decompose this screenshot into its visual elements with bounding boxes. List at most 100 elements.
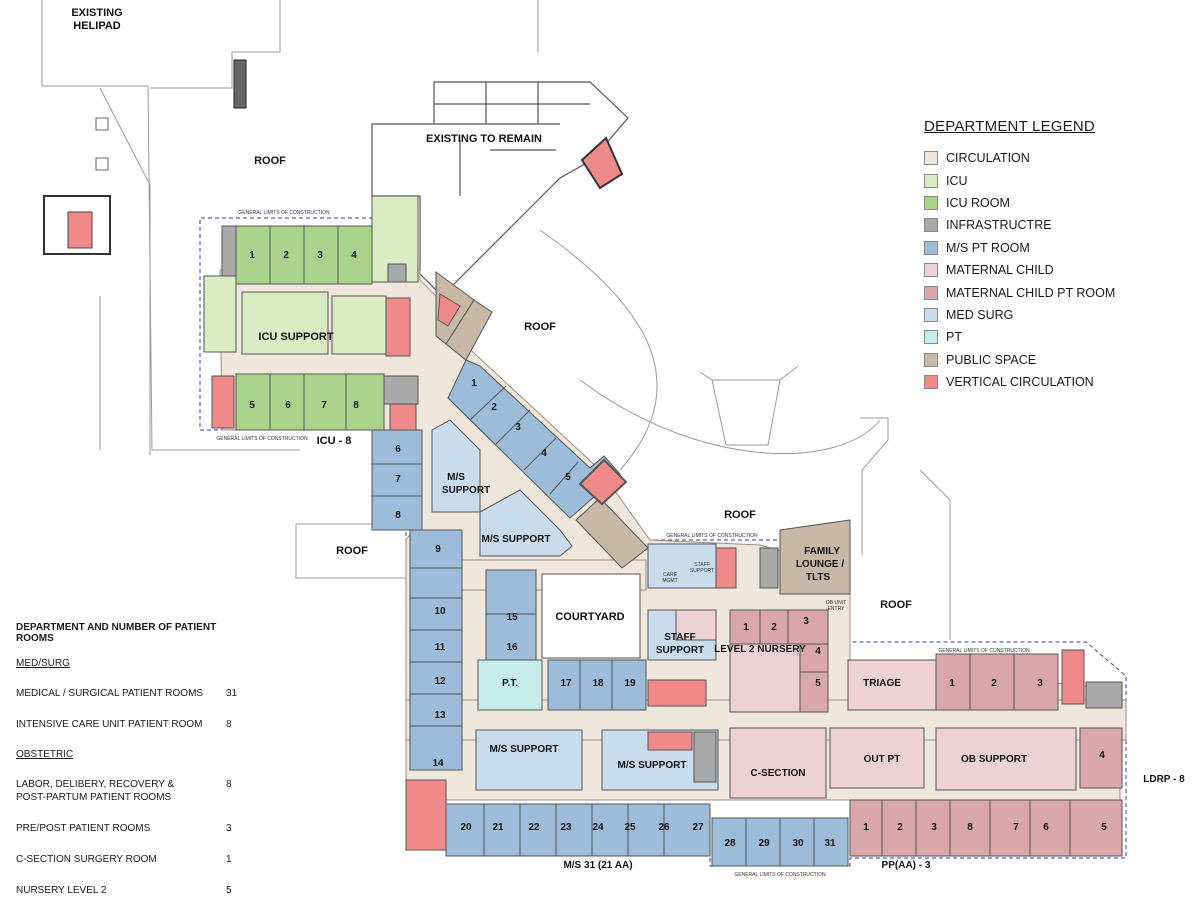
- icu-room-number: 8: [353, 400, 359, 411]
- legend-item: MATERNAL CHILD: [918, 259, 1158, 281]
- legend-item: CIRCULATION: [918, 147, 1158, 169]
- ms-room-number: 15: [506, 612, 518, 623]
- summary-title: DEPARTMENT AND NUMBER OF PATIENT ROOMS: [16, 622, 217, 644]
- legend-label: MATERNAL CHILD: [946, 263, 1054, 278]
- legend-label: PT: [946, 330, 962, 345]
- summary-value: 1: [226, 854, 232, 865]
- legend-item: MED SURG: [918, 304, 1158, 326]
- summary-label: PRE/POST PATIENT ROOMS: [16, 823, 151, 834]
- legend-item: PUBLIC SPACE: [918, 349, 1158, 371]
- ms-support-label: M/S SUPPORT: [618, 760, 687, 771]
- legend-label: PUBLIC SPACE: [946, 352, 1037, 367]
- ms-room-number: 13: [434, 710, 446, 721]
- legend-label: ICU ROOM: [946, 195, 1010, 210]
- ms-room-number: 20: [460, 822, 472, 833]
- legend-swatch: [924, 307, 938, 322]
- ms-room-number: 29: [758, 838, 770, 849]
- ms-room-number: 23: [560, 822, 572, 833]
- ms-room-number: 10: [434, 606, 446, 617]
- roof-label: ROOF: [724, 509, 756, 521]
- summary-label: LABOR, DELIBERY, RECOVERY & POST-PARTUM …: [16, 779, 175, 803]
- ms-room-number: 25: [624, 822, 636, 833]
- summary-heading: MED/SURG: [16, 658, 70, 669]
- ms-diagonal-wing: [431, 359, 628, 557]
- legend-swatch: [924, 173, 938, 188]
- ldrp-room-number: 7: [1013, 822, 1019, 833]
- legend-item: M/S PT ROOM: [918, 237, 1158, 259]
- construction-limits: [199, 196, 1127, 867]
- triage-label: TRIAGE: [863, 678, 901, 689]
- roof-label: ROOF: [254, 155, 286, 167]
- ms-room-number: 4: [541, 448, 547, 459]
- pp-room-number: 3: [931, 822, 937, 833]
- roof-label: ROOF: [524, 321, 556, 333]
- existing-building: [371, 81, 629, 297]
- ms-room-number: 28: [724, 838, 736, 849]
- icu-room-number: 7: [321, 400, 327, 411]
- ms-room-number: 1: [471, 378, 477, 389]
- small-labels: GENERAL LIMITS OF CONSTRUCTION GENERAL L…: [216, 210, 1030, 878]
- legend-label: CIRCULATION: [946, 151, 1030, 166]
- ldrp-room-number: 5: [1101, 822, 1107, 833]
- nursery-room-number: 1: [743, 622, 749, 633]
- legend-title: DEPARTMENT LEGEND: [924, 118, 1095, 135]
- pp-count-label: PP(AA) - 3: [882, 860, 931, 871]
- summary-label: C-SECTION SURGERY ROOM: [16, 854, 157, 865]
- ms-room-number: 16: [506, 642, 518, 653]
- out-pt-label: OUT PT: [864, 754, 901, 765]
- courtyard-label: COURTYARD: [555, 611, 624, 623]
- legend-label: VERTICAL CIRCULATION: [946, 375, 1094, 390]
- legend-label: MED SURG: [946, 307, 1014, 322]
- east-support: [647, 543, 779, 661]
- icu-room-number: 3: [317, 250, 323, 261]
- legend-label: MATERNAL CHILD PT ROOM: [946, 285, 1116, 300]
- ms-room-number: 11: [435, 642, 446, 653]
- ms-room-number: 19: [624, 678, 636, 689]
- ms-room-number: 5: [565, 472, 571, 483]
- legend-item: VERTICAL CIRCULATION: [918, 371, 1158, 393]
- icu-count-label: ICU - 8: [317, 435, 352, 447]
- ms-room-number: 14: [432, 758, 444, 769]
- summary-value: 3: [226, 823, 232, 834]
- icu-support-label: ICU SUPPORT: [258, 331, 333, 343]
- ldrp-room-number: 2: [991, 678, 997, 689]
- ms-room-number: 3: [515, 422, 521, 433]
- legend-label: M/S PT ROOM: [946, 240, 1030, 255]
- summary-row: C-SECTION SURGERY ROOM 1: [16, 853, 256, 866]
- ms-support-label: M/S SUPPORT: [482, 534, 551, 545]
- ms-room-number: 30: [792, 838, 804, 849]
- icu-wing: [203, 195, 419, 431]
- ms-room-number: 17: [560, 678, 572, 689]
- construction-limit-label: GENERAL LIMITS OF CONSTRUCTION: [216, 436, 308, 442]
- icu-room-number: 2: [283, 250, 289, 261]
- ms-room-number: 6: [395, 444, 401, 455]
- ms-room-number: 31: [824, 838, 836, 849]
- ms-room-number: 18: [592, 678, 604, 689]
- summary-body: MED/SURG MEDICAL / SURGICAL PATIENT ROOMS…: [16, 658, 256, 897]
- ob-support-label: OB SUPPORT: [961, 754, 1027, 765]
- nursery-room-number: 2: [771, 622, 777, 633]
- icu-room-number: 4: [351, 250, 357, 261]
- ms-room-number: 22: [528, 822, 540, 833]
- ms-west-rooms: [371, 429, 719, 851]
- summary-value: 5: [226, 885, 232, 896]
- ldrp-room-number: 8: [967, 822, 973, 833]
- summary-heading: OBSTETRIC: [16, 749, 74, 760]
- icu-room-number: 5: [249, 400, 255, 411]
- roof-label: ROOF: [336, 545, 368, 557]
- ldrp-room-number: 3: [1037, 678, 1043, 689]
- legend-swatch: [924, 330, 938, 345]
- pt-label: P.T.: [502, 678, 518, 689]
- ldrp-label: LDRP - 8: [1143, 774, 1185, 785]
- construction-limit-label: GENERAL LIMITS OF CONSTRUCTION: [238, 210, 330, 216]
